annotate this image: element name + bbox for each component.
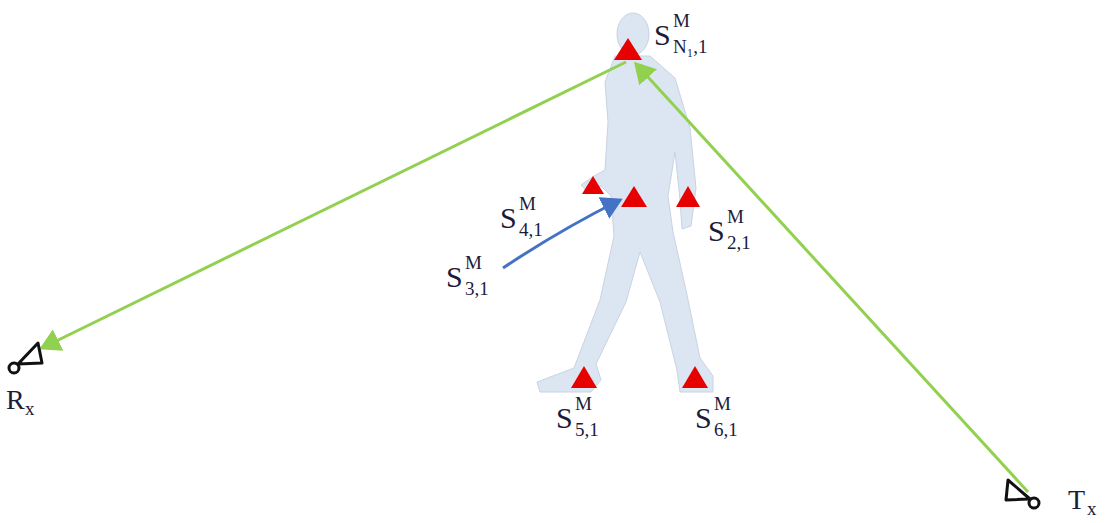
subscript: 2,1 [727,233,751,252]
signal-path [42,62,626,348]
antenna-symbol [9,343,42,373]
subscript: 5,1 [575,420,599,439]
subscript: x [1087,499,1097,518]
subscript: 6,1 [714,420,738,439]
subscript: N₁,1 [673,37,708,56]
person-silhouette [537,13,713,392]
superscript: M [714,394,731,413]
superscript: M [727,207,744,226]
superscript: M [519,194,536,213]
subscript: 4,1 [519,220,543,239]
symbol-letter: S [654,20,671,50]
subscript: x [25,399,35,418]
signal-path [636,64,1028,492]
sensor-markers [571,38,708,388]
symbol-letter: S [446,262,463,292]
subscript: 3,1 [465,279,489,298]
superscript: M [673,11,690,30]
antenna-symbol [1006,480,1039,508]
antenna-label: T [1068,486,1085,514]
antenna-label: R [6,386,25,414]
superscript: M [465,253,482,272]
superscript: M [575,394,592,413]
symbol-letter: S [695,403,712,433]
symbol-letter: S [556,403,573,433]
symbol-letter: S [708,216,725,246]
symbol-letter: S [500,203,517,233]
